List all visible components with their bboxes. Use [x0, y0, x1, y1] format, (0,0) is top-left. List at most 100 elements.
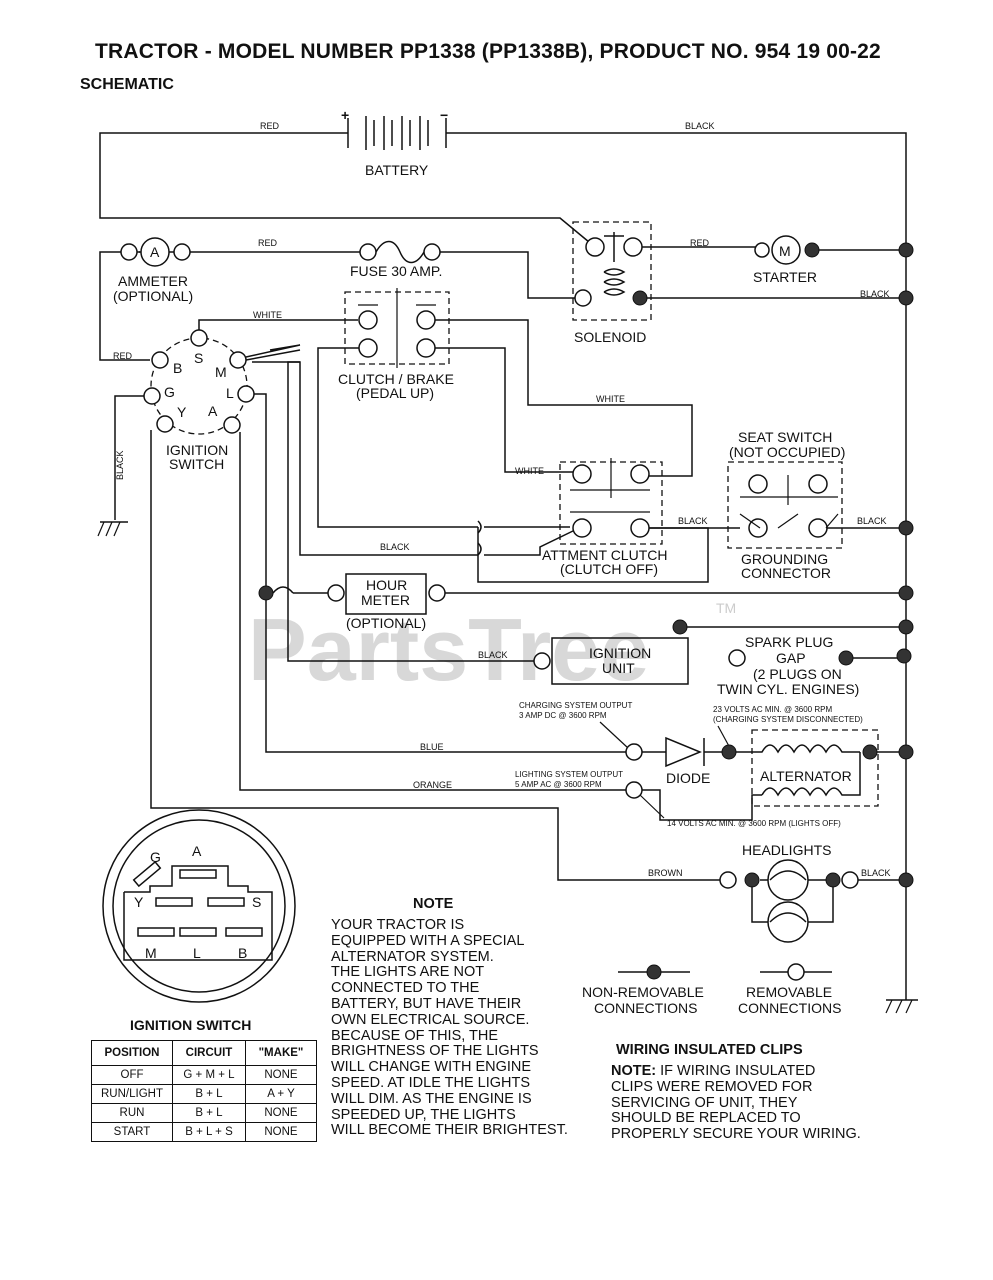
legend: NON-REMOVABLE CONNECTIONS REMOVABLE CONN… [582, 963, 841, 1016]
legend-non-removable: NON-REMOVABLE [582, 984, 704, 1000]
table-row: OFF G + M + L NONE [91, 1065, 317, 1085]
wire-label-black-ground2: BLACK [857, 516, 887, 526]
fuse-label: FUSE 30 AMP. [350, 263, 442, 279]
hour-meter-label: HOUR [366, 577, 407, 593]
hour-meter-sublabel: METER [361, 592, 410, 608]
note-line: ALTERNATOR SYSTEM. [331, 948, 494, 965]
terminal-b: B [173, 360, 182, 376]
note-line: THE LIGHTS ARE NOT [331, 964, 485, 981]
wire-label-brown: BROWN [648, 868, 683, 878]
wire-label-blue: BLUE [420, 742, 444, 752]
battery-label: BATTERY [365, 162, 429, 178]
face-label-s: S [252, 894, 261, 910]
table-cell: B + L [172, 1103, 246, 1123]
table-cell: B + L + S [172, 1122, 246, 1142]
table-cell: A + Y [245, 1084, 317, 1104]
spark-plug-note2: TWIN CYL. ENGINES) [717, 681, 859, 697]
terminal-a: A [208, 403, 218, 419]
table-cell: START [91, 1122, 173, 1142]
hour-meter: HOUR METER (OPTIONAL) [345, 573, 427, 631]
wire-label-black-attclutch: BLACK [380, 542, 410, 552]
clips-text: NOTE: IF WIRING INSULATED CLIPS WERE REM… [611, 1063, 861, 1143]
note-line: BECAUSE OF THIS, THE [331, 1027, 499, 1044]
note-line: WILL CHANGE WITH ENGINE [331, 1059, 532, 1076]
clips-note-label: NOTE: [611, 1063, 657, 1079]
note-line: OWN ELECTRICAL SOURCE. [331, 1011, 530, 1028]
ammeter-optional: (OPTIONAL) [113, 288, 193, 304]
seat-switch: SEAT SWITCH (NOT OCCUPIED) GROUNDING CON… [727, 429, 845, 581]
clips-line-1: CLIPS WERE REMOVED FOR [611, 1078, 813, 1095]
wire-label-black-solenoid: BLACK [860, 289, 890, 299]
note-line: YOUR TRACTOR IS [331, 917, 465, 933]
note-line: EQUIPPED WITH A SPECIAL [331, 932, 525, 949]
wire-label-white-switch: WHITE [253, 310, 282, 320]
spark-plug-note: (2 PLUGS ON [753, 666, 842, 682]
note-line: SPEED. AT IDLE THE LIGHTS [331, 1074, 531, 1091]
note-line: CONNECTED TO THE [331, 980, 480, 997]
clips-line-4: PROPERLY SECURE YOUR WIRING. [611, 1126, 861, 1143]
volts-23-note: (CHARGING SYSTEM DISCONNECTED) [713, 715, 863, 724]
wire-label-red-switch: RED [113, 351, 133, 361]
clips-line-2: SERVICING OF UNIT, THEY [611, 1094, 798, 1111]
watermark-tm: TM [716, 600, 736, 616]
ignition-unit-label: IGNITION [589, 645, 651, 661]
wire-label-black-headlights: BLACK [861, 868, 891, 878]
charging-output-value: 3 AMP DC @ 3600 RPM [519, 711, 607, 720]
note-line: WILL DIM. AS THE ENGINE IS [331, 1090, 532, 1107]
fuse: FUSE 30 AMP. [350, 240, 442, 279]
terminal-l: L [226, 385, 234, 401]
table-cell: NONE [245, 1103, 317, 1123]
battery: + − BATTERY [341, 107, 448, 178]
headlights [719, 859, 859, 943]
diode: DIODE [642, 736, 710, 786]
wire-label-red-ammeter: RED [258, 238, 278, 248]
legend-non-removable-sub: CONNECTIONS [594, 1000, 697, 1016]
ignition-switch-sublabel: SWITCH [169, 456, 224, 472]
legend-removable-sub: CONNECTIONS [738, 1000, 841, 1016]
wire-label-orange: ORANGE [413, 780, 452, 790]
solenoid: SOLENOID [572, 221, 652, 345]
ignition-table-header: "MAKE" [245, 1040, 317, 1066]
terminal-m: M [215, 364, 227, 380]
starter-label: STARTER [753, 269, 817, 285]
table-cell: RUN/LIGHT [91, 1084, 173, 1104]
battery-plus: + [341, 107, 349, 123]
page-subtitle: SCHEMATIC [80, 76, 174, 93]
page-title: TRACTOR - MODEL NUMBER PP1338 (PP1338B),… [95, 40, 881, 63]
spark-plug-gap: GAP [776, 650, 806, 666]
headlights-label: HEADLIGHTS [742, 842, 831, 858]
watermark: PartsTree [248, 600, 649, 699]
clutch-brake-label: CLUTCH / BRAKE [338, 371, 454, 387]
ammeter-label: AMMETER [118, 273, 188, 289]
ignition-table-header: CIRCUIT [172, 1040, 246, 1066]
clutch-brake-sublabel: (PEDAL UP) [356, 385, 434, 401]
ignition-table-title: IGNITION SWITCH [130, 1017, 252, 1033]
grounding-connector-sublabel: CONNECTOR [741, 565, 831, 581]
clips-line-3: SHOULD BE REPLACED TO [611, 1110, 801, 1127]
table-cell: NONE [245, 1122, 317, 1142]
face-label-y: Y [134, 894, 144, 910]
ammeter-symbol: A [150, 244, 160, 260]
table-cell: NONE [245, 1065, 317, 1085]
diode-label: DIODE [666, 770, 710, 786]
ammeter: A [140, 237, 170, 267]
table-row: RUN/LIGHT B + L A + Y [91, 1084, 317, 1104]
note-line: BATTERY, BUT HAVE THEIR [331, 995, 522, 1012]
ignition-switch-face: G A Y S M L B [102, 809, 296, 1003]
lighting-output-label: LIGHTING SYSTEM OUTPUT [515, 770, 623, 779]
attachment-clutch-switch: ATTMENT CLUTCH (CLUTCH OFF) [542, 458, 667, 577]
face-label-b: B [238, 945, 247, 961]
ignition-table: POSITION CIRCUIT "MAKE" OFF G + M + L NO… [91, 1040, 317, 1142]
table-cell: OFF [91, 1065, 173, 1085]
starter: M STARTER [753, 235, 820, 285]
grounding-connector-label: GROUNDING [741, 551, 828, 567]
alternator-label: ALTERNATOR [760, 768, 852, 784]
ignition-unit: IGNITION UNIT [551, 637, 689, 685]
solenoid-label: SOLENOID [574, 329, 646, 345]
wire-label-red-battery: RED [260, 121, 280, 131]
clips-heading: WIRING INSULATED CLIPS [616, 1042, 803, 1058]
note-line: BRIGHTNESS OF THE LIGHTS [331, 1043, 539, 1060]
spark-plug: SPARK PLUG GAP (2 PLUGS ON TWIN CYL. ENG… [717, 634, 859, 697]
